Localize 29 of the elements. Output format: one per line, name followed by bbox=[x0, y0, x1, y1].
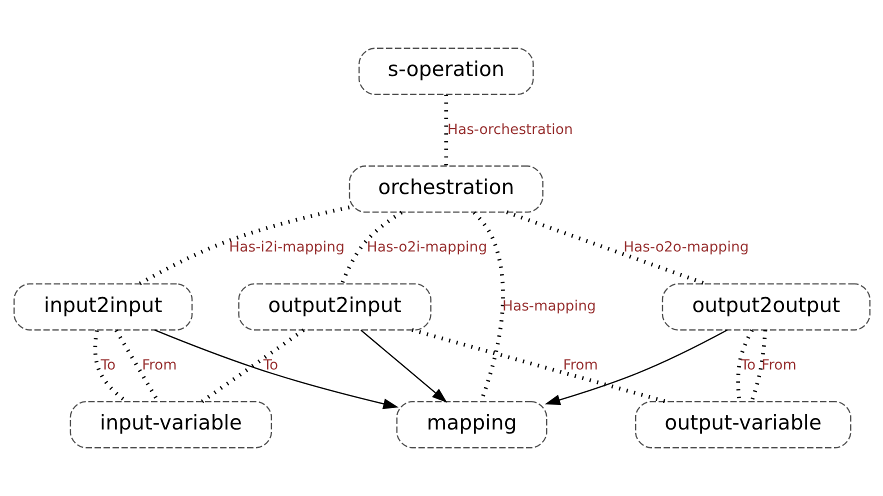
connector bbox=[749, 330, 767, 402]
node-box: input2input bbox=[12, 283, 192, 331]
node-box: output-variable bbox=[634, 400, 851, 448]
edge-label: To bbox=[100, 357, 116, 374]
connector bbox=[444, 94, 448, 166]
node-box: s-operation bbox=[358, 48, 534, 96]
edge-label: Has-o2i-mapping bbox=[366, 240, 487, 256]
edge-label: From bbox=[141, 357, 176, 374]
edge-label: Has-mapping bbox=[502, 298, 596, 314]
connector bbox=[340, 210, 402, 285]
connector bbox=[200, 328, 304, 404]
connector bbox=[506, 210, 706, 286]
arrow bbox=[154, 329, 398, 410]
node-box: output2output bbox=[661, 283, 870, 331]
connector bbox=[411, 328, 666, 404]
arrow bbox=[544, 329, 728, 406]
node-box: orchestration bbox=[348, 165, 543, 213]
edge-label: From bbox=[562, 357, 598, 374]
node-box: output2input bbox=[238, 283, 431, 331]
edge-label: To bbox=[262, 357, 278, 374]
edge-label: From bbox=[761, 357, 796, 374]
node-box: mapping bbox=[396, 400, 547, 448]
edge-label: Has-i2i-mapping bbox=[228, 240, 344, 256]
connector bbox=[138, 206, 350, 286]
edge-label: To bbox=[740, 357, 756, 374]
arrow bbox=[360, 330, 447, 403]
edge-label: Has-o2o-mapping bbox=[622, 240, 748, 256]
node-box: input-variable bbox=[69, 400, 272, 448]
edge-label: Has-orchestration bbox=[446, 122, 572, 138]
